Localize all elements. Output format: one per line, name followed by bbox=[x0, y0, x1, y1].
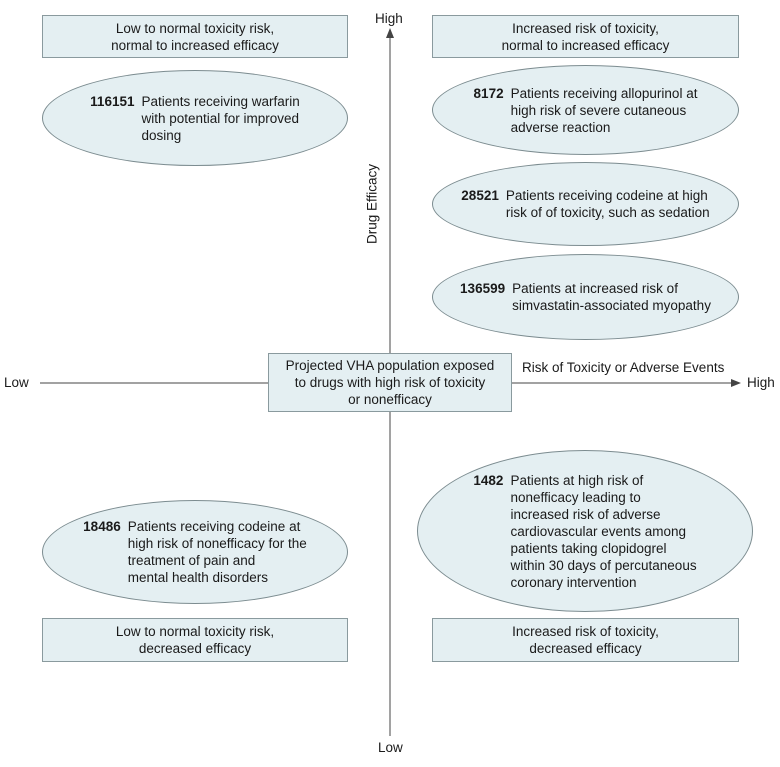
clopidogrel-description: Patients at high risk of nonefficacy lea… bbox=[510, 472, 697, 590]
allopurinol-group-ellipse: 8172 Patients receiving allopurinol at h… bbox=[432, 65, 739, 155]
simvastatin-group-ellipse: 136599 Patients at increased risk of sim… bbox=[432, 254, 739, 340]
y-axis-arrowhead bbox=[386, 28, 394, 38]
warfarin-group-ellipse: 116151 Patients receiving warfarin with … bbox=[42, 70, 348, 166]
allopurinol-count: 8172 bbox=[473, 85, 504, 101]
clopidogrel-group-ellipse: 1482 Patients at high risk of nonefficac… bbox=[417, 450, 753, 612]
codeine-nonefficacy-description: Patients receiving codeine at high risk … bbox=[127, 519, 307, 585]
y-axis-high-label: High bbox=[375, 11, 403, 26]
warfarin-description: Patients receiving warfarin with potenti… bbox=[141, 93, 300, 143]
center-population-box: Projected VHA population exposed to drug… bbox=[268, 353, 512, 412]
quadrant-top-left-box: Low to normal toxicity risk, normal to i… bbox=[42, 15, 348, 58]
clopidogrel-count: 1482 bbox=[473, 472, 504, 488]
quadrant-bottom-right-box: Increased risk of toxicity, decreased ef… bbox=[432, 618, 739, 662]
x-axis-high-label: High bbox=[747, 375, 775, 390]
quadrant-bottom-left-box: Low to normal toxicity risk, decreased e… bbox=[42, 618, 348, 662]
quadrant-top-right-box: Increased risk of toxicity, normal to in… bbox=[432, 15, 739, 58]
warfarin-count: 116151 bbox=[90, 93, 135, 109]
codeine-toxicity-count: 28521 bbox=[461, 188, 499, 203]
codeine-nonefficacy-count: 18486 bbox=[83, 519, 121, 534]
codeine-toxicity-description: Patients receiving codeine at high risk … bbox=[505, 188, 710, 220]
x-axis-arrowhead bbox=[731, 379, 741, 387]
allopurinol-description: Patients receiving allopurinol at high r… bbox=[510, 85, 698, 135]
y-axis-low-label: Low bbox=[378, 740, 403, 755]
x-axis-low-label: Low bbox=[4, 375, 29, 390]
codeine-toxicity-group-ellipse: 28521 Patients receiving codeine at high… bbox=[432, 162, 739, 246]
y-axis-title: Drug Efficacy bbox=[364, 163, 380, 245]
codeine-nonefficacy-group-ellipse: 18486 Patients receiving codeine at high… bbox=[42, 500, 348, 604]
x-axis-title: Risk of Toxicity or Adverse Events bbox=[522, 360, 725, 375]
simvastatin-count: 136599 bbox=[460, 281, 506, 296]
simvastatin-description: Patients at increased risk of simvastati… bbox=[512, 281, 711, 313]
